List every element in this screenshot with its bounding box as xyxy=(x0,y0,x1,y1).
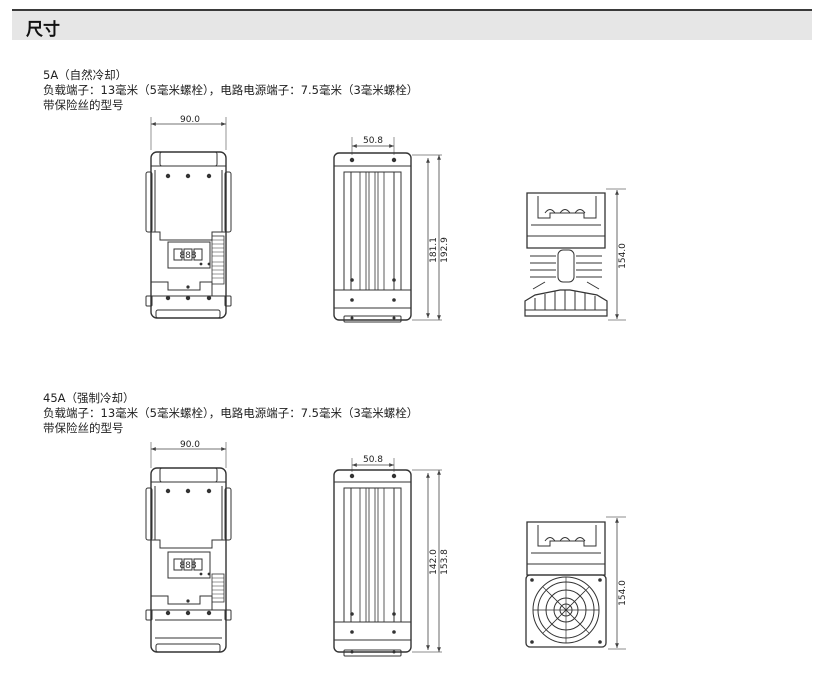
section-header: 尺寸 xyxy=(12,11,812,40)
section-2-fuse-note: 带保险丝的型号 xyxy=(43,421,124,435)
front-view-1 xyxy=(145,117,232,319)
dim-height-outer-2: 153.8 xyxy=(440,549,450,575)
dim-height-outer-1: 192.9 xyxy=(440,237,450,263)
dim-pitch-1: 50.8 xyxy=(363,136,383,146)
dim-width-1: 90.0 xyxy=(180,115,200,125)
section-1-drawings: 90.0 50.8 xyxy=(145,115,628,323)
dim-width-2: 90.0 xyxy=(180,440,200,450)
page-title: 尺寸 xyxy=(26,20,60,40)
header-rule xyxy=(12,9,812,11)
dim-depth-1: 154.0 xyxy=(618,243,628,269)
top-view-2-corner-holes xyxy=(530,578,602,644)
display-digits-1: 888 xyxy=(179,251,196,261)
front-view-2-holes xyxy=(165,488,212,616)
digit-displays: 888 888 xyxy=(179,251,196,571)
top-view-2 xyxy=(525,516,626,650)
side-view-1 xyxy=(333,137,442,323)
section-1-title: 5A（自然冷却） xyxy=(43,68,128,82)
section-2-drawings: 90.0 50.8 14 xyxy=(145,440,628,657)
dim-height-inner-1: 181.1 xyxy=(429,237,439,263)
front-view-1-holes xyxy=(165,173,212,301)
section-2-title: 45A（强制冷却） xyxy=(43,391,135,405)
section-2-terminals: 负载端子：13毫米（5毫米螺栓），电路电源端子：7.5毫米（3毫米螺栓） xyxy=(43,406,419,420)
section-1-text: 5A（自然冷却） 负载端子：13毫米（5毫米螺栓），电路电源端子：7.5毫米（3… xyxy=(43,68,418,113)
side-view-1-holes xyxy=(349,157,397,320)
dim-pitch-2: 50.8 xyxy=(363,455,383,465)
section-1-fuse-note: 带保险丝的型号 xyxy=(43,98,124,112)
side-view-2-holes xyxy=(349,473,397,654)
front-view-2 xyxy=(145,442,232,653)
display-digits-2: 888 xyxy=(179,561,196,571)
dim-depth-2: 154.0 xyxy=(618,580,628,606)
side-view-2 xyxy=(333,458,442,657)
top-view-1 xyxy=(524,188,626,321)
section-2-text: 45A（强制冷却） 负载端子：13毫米（5毫米螺栓），电路电源端子：7.5毫米（… xyxy=(43,391,418,436)
dim-height-inner-2: 142.0 xyxy=(429,549,439,575)
section-1-terminals: 负载端子：13毫米（5毫米螺栓），电路电源端子：7.5毫米（3毫米螺栓） xyxy=(43,83,419,97)
